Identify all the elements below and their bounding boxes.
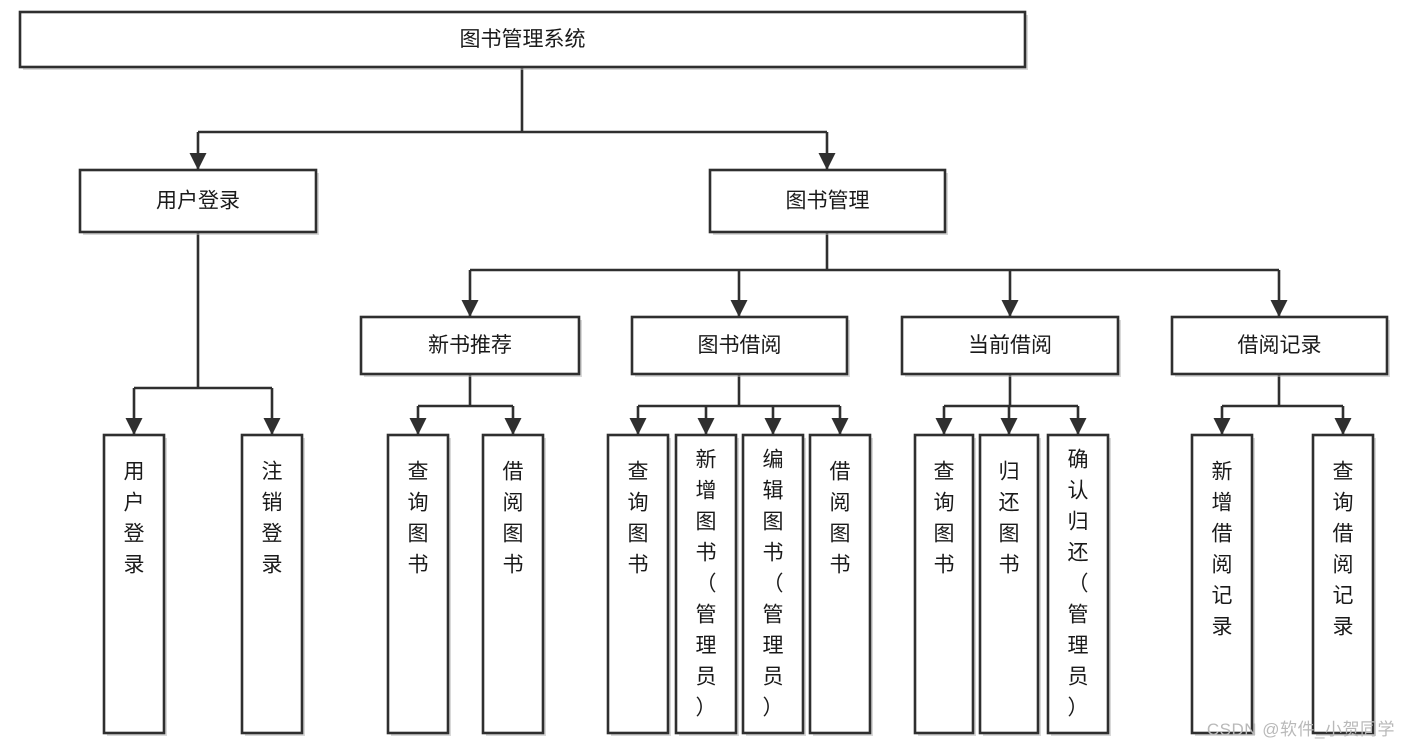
node-rect[interactable] xyxy=(630,315,849,376)
leaf-node-leaf-borrow-book-1[interactable]: 借阅图书 xyxy=(481,433,546,736)
node-label: 图书管理 xyxy=(786,190,870,213)
node-label: 新增借阅记录 xyxy=(1212,461,1233,639)
node-label: 查询借阅记录 xyxy=(1333,461,1354,639)
node-rect[interactable] xyxy=(1190,433,1254,735)
node-label: 借阅图书 xyxy=(503,461,524,577)
node-label: 用户登录 xyxy=(156,190,240,213)
node-rect[interactable] xyxy=(1170,315,1389,376)
leaf-node-leaf-logout-login[interactable]: 注销登录 xyxy=(240,433,305,736)
leaf-node-leaf-query-borrow-record[interactable]: 查询借阅记录 xyxy=(1311,433,1376,736)
leaf-node-leaf-query-book-1[interactable]: 查询图书 xyxy=(386,433,451,736)
node-label: 确认归还（管理员） xyxy=(1068,449,1089,720)
connectors-layer xyxy=(125,67,1352,435)
connector-bookmanage-to-level3 xyxy=(461,232,1288,317)
csdn-watermark: CSDN @软件_小贺同学 xyxy=(1206,720,1395,739)
level2-node-user-login[interactable]: 用户登录 xyxy=(78,168,319,235)
node-rect[interactable] xyxy=(913,433,975,735)
node-rect[interactable] xyxy=(900,315,1120,376)
node-rect[interactable] xyxy=(741,433,805,735)
connector-newbook-to-leaves xyxy=(409,374,522,435)
node-label: 注销登录 xyxy=(262,461,283,577)
node-rect[interactable] xyxy=(808,433,872,735)
node-label: 查询图书 xyxy=(408,461,429,577)
level3-node-book-borrow[interactable]: 图书借阅 xyxy=(630,315,850,377)
leaf-node-leaf-query-book-3[interactable]: 查询图书 xyxy=(913,433,976,736)
leaf-node-leaf-edit-book-admin[interactable]: 编辑图书（管理员） xyxy=(741,433,806,736)
node-label: 用户登录 xyxy=(124,461,145,577)
nodes-layer: 图书管理系统用户登录图书管理新书推荐图书借阅当前借阅借阅记录用户登录注销登录查询… xyxy=(18,10,1390,736)
level3-node-borrow-record[interactable]: 借阅记录 xyxy=(1170,315,1390,377)
node-label: 新增图书（管理员） xyxy=(696,449,717,720)
node-label: 查询图书 xyxy=(628,461,649,577)
node-rect[interactable] xyxy=(606,433,670,735)
node-rect[interactable] xyxy=(674,433,738,735)
node-rect[interactable] xyxy=(18,10,1027,69)
node-rect[interactable] xyxy=(1311,433,1375,735)
level3-node-new-book-recommend[interactable]: 新书推荐 xyxy=(359,315,582,377)
leaf-node-leaf-confirm-return-admin[interactable]: 确认归还（管理员） xyxy=(1046,433,1111,736)
connector-borrowrecord-to-leaves xyxy=(1213,374,1352,435)
node-label: 新书推荐 xyxy=(428,334,512,357)
node-rect[interactable] xyxy=(978,433,1040,735)
node-label: 编辑图书（管理员） xyxy=(763,449,784,720)
node-label: 图书管理系统 xyxy=(460,28,586,51)
leaf-node-leaf-add-book-admin[interactable]: 新增图书（管理员） xyxy=(674,433,739,736)
node-rect[interactable] xyxy=(78,168,318,234)
node-rect[interactable] xyxy=(102,433,166,735)
level3-node-current-borrow[interactable]: 当前借阅 xyxy=(900,315,1121,377)
node-rect[interactable] xyxy=(1046,433,1110,735)
leaf-node-leaf-user-login[interactable]: 用户登录 xyxy=(102,433,167,736)
node-label: 图书借阅 xyxy=(698,334,782,357)
node-rect[interactable] xyxy=(481,433,545,735)
level2-node-book-manage[interactable]: 图书管理 xyxy=(708,168,948,235)
node-label: 借阅图书 xyxy=(830,461,851,577)
connector-bookborrow-to-leaves xyxy=(629,374,849,435)
connector-userlogin-to-leaves xyxy=(125,232,281,435)
node-rect[interactable] xyxy=(240,433,304,735)
root-node-root[interactable]: 图书管理系统 xyxy=(18,10,1028,70)
node-label: 借阅记录 xyxy=(1238,334,1322,357)
node-label: 当前借阅 xyxy=(968,334,1052,357)
leaf-node-leaf-query-book-2[interactable]: 查询图书 xyxy=(606,433,671,736)
leaf-node-leaf-add-borrow-record[interactable]: 新增借阅记录 xyxy=(1190,433,1255,736)
node-label: 查询图书 xyxy=(934,461,955,577)
connector-currentborrow-to-leaves xyxy=(935,374,1087,435)
node-rect[interactable] xyxy=(386,433,450,735)
node-label: 归还图书 xyxy=(999,461,1020,577)
leaf-node-leaf-borrow-book-2[interactable]: 借阅图书 xyxy=(808,433,873,736)
node-rect[interactable] xyxy=(359,315,581,376)
connector-root-to-level2 xyxy=(189,67,836,170)
node-rect[interactable] xyxy=(708,168,947,234)
leaf-node-leaf-return-book[interactable]: 归还图书 xyxy=(978,433,1041,736)
